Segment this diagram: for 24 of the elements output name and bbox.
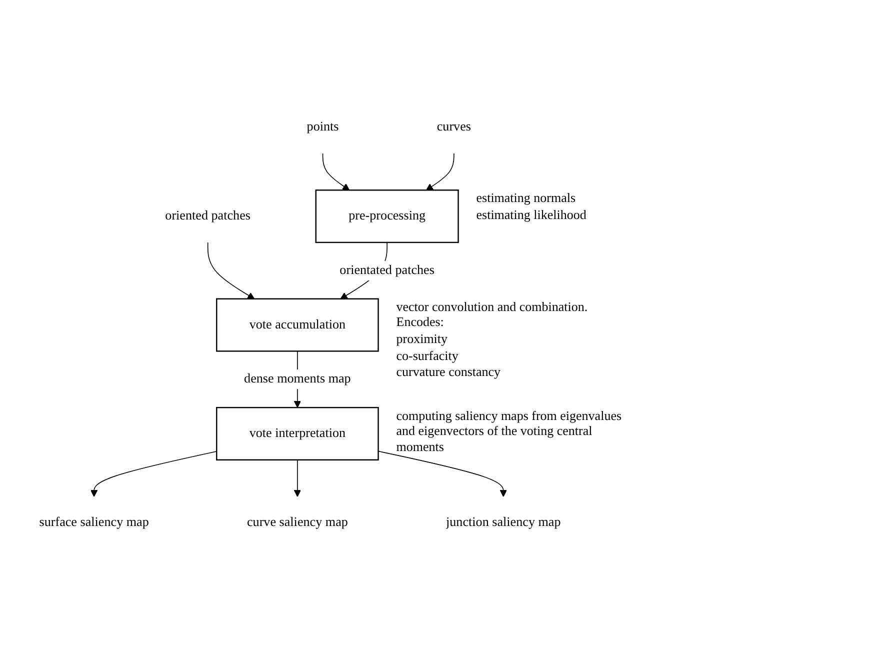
side-note: co-surfacity — [396, 348, 460, 364]
side-note: estimating likelihood — [476, 206, 588, 222]
arrow — [378, 450, 507, 497]
node-text: junction saliency map — [446, 515, 561, 530]
node-box: vote interpretation — [216, 406, 379, 460]
node-text: curve saliency map — [246, 515, 348, 530]
arrow — [426, 152, 454, 190]
side-note: proximity — [396, 331, 449, 347]
node-text: surface saliency map — [39, 515, 149, 530]
side-note: curvature constancy — [396, 364, 502, 380]
node-box: pre-processing — [315, 190, 459, 244]
side-note: vector convolution and combination. Encodes: — [396, 298, 589, 330]
arrow — [322, 152, 350, 190]
node-text: curves — [436, 120, 471, 134]
edge-label: orientated patches — [340, 263, 434, 278]
arrow — [207, 242, 255, 300]
node-box: vote accumulation — [216, 298, 379, 352]
node-text: points — [306, 120, 339, 134]
node-text: oriented patches — [165, 208, 250, 223]
arrow — [294, 459, 302, 497]
side-note: computing saliency maps from eigenvalues and eigenvectors of the voting central moments — [396, 408, 623, 454]
edge-label: dense moments map — [244, 372, 351, 386]
arrow — [90, 451, 218, 497]
side-note: estimating normals — [476, 190, 577, 206]
